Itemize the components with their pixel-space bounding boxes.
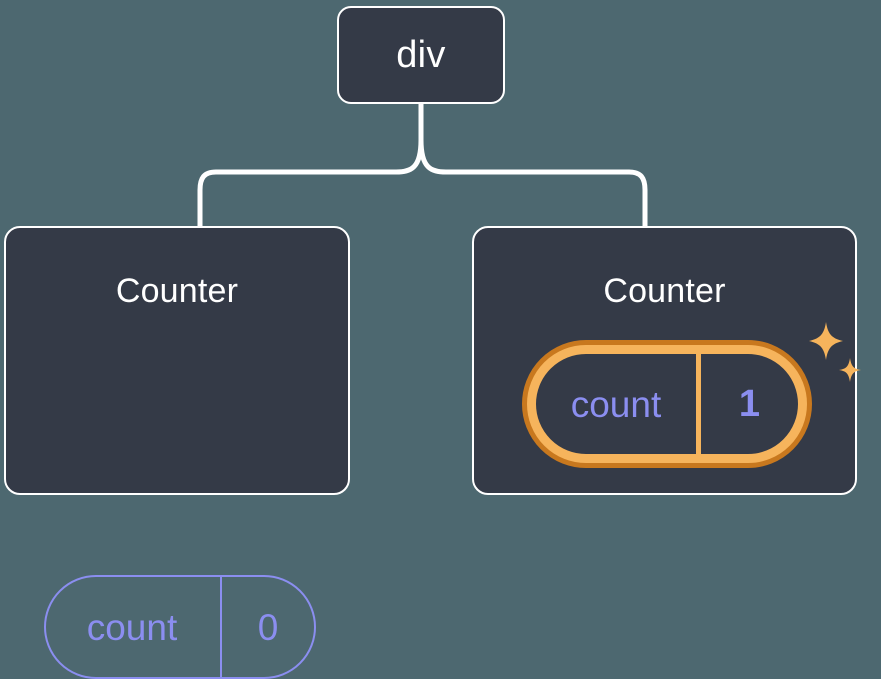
node-counter-right[interactable]: Counter count 1 [472,226,861,495]
node-div-label: div [396,34,446,76]
sparkle-small-icon [839,358,861,382]
node-counter-left[interactable]: Counter count 0 [4,226,350,679]
highlight-outer-ring [522,340,812,468]
node-counter-right-title: Counter [603,272,726,310]
connector-branch-right [418,137,648,229]
state-value-label: 1 [738,383,761,425]
state-pill-count-right[interactable]: count 1 [522,340,812,468]
connector-branch-left [197,137,424,229]
state-key-label: count [46,577,222,677]
state-value-label: 0 [257,606,279,648]
state-pill-count-left[interactable]: count 0 [44,575,316,679]
node-counter-left-title: Counter [115,272,239,310]
highlight-inner-ring: count 1 [527,345,807,463]
state-key-label: count [536,354,701,454]
diagram-canvas: div Counter count 0 Counter count 1 [4,6,861,679]
sparkle-large-icon [809,322,843,360]
node-div[interactable]: div [337,6,505,104]
